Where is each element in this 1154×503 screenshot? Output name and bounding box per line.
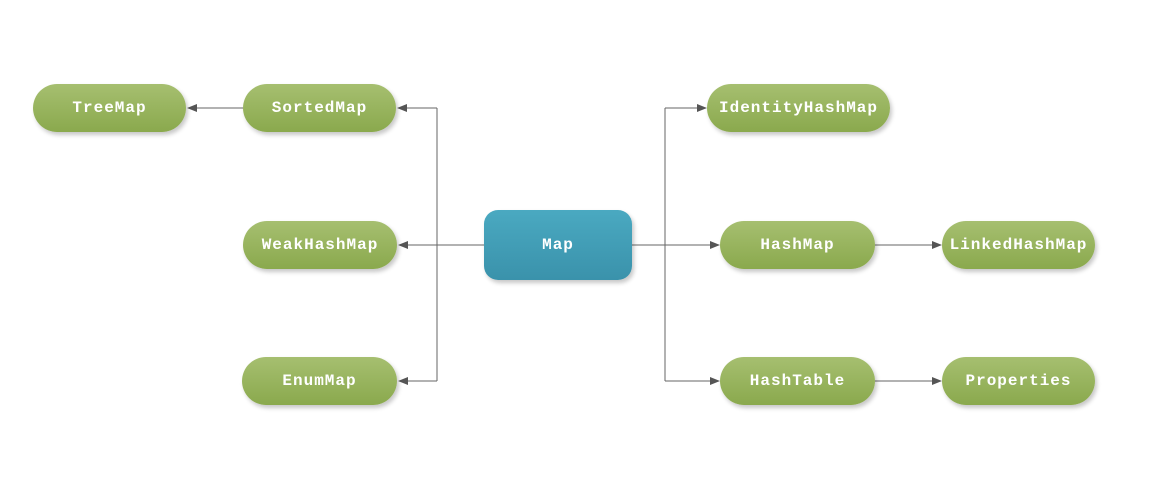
node-identityhashmap-label: IdentityHashMap [718,99,879,117]
arrowhead-properties [932,377,942,385]
node-sortedmap-label: SortedMap [271,99,368,117]
node-properties[interactable]: Properties [942,357,1095,405]
node-identityhashmap[interactable]: IdentityHashMap [707,84,890,132]
arrowhead-hashmap [710,241,720,249]
node-weakhashmap-label: WeakHashMap [261,236,379,254]
arrowhead-linkedhashmap [932,241,942,249]
node-weakhashmap[interactable]: WeakHashMap [243,221,397,269]
node-sortedmap[interactable]: SortedMap [243,84,396,132]
arrowhead-weakhashmap [398,241,408,249]
node-map-root[interactable]: Map [484,210,632,280]
node-properties-label: Properties [965,372,1072,390]
node-enummap[interactable]: EnumMap [242,357,397,405]
node-map-label: Map [542,236,574,254]
arrowhead-enummap [398,377,408,385]
node-hashmap[interactable]: HashMap [720,221,875,269]
node-enummap-label: EnumMap [282,372,357,390]
arrowhead-treemap [187,104,197,112]
node-linkedhashmap[interactable]: LinkedHashMap [942,221,1095,269]
node-hashtable[interactable]: HashTable [720,357,875,405]
node-hashmap-label: HashMap [760,236,835,254]
node-hashtable-label: HashTable [749,372,846,390]
arrowhead-hashtable [710,377,720,385]
arrowhead-identityhashmap [697,104,707,112]
node-linkedhashmap-label: LinkedHashMap [949,236,1088,254]
node-treemap[interactable]: TreeMap [33,84,186,132]
arrowhead-sortedmap [397,104,407,112]
node-treemap-label: TreeMap [72,99,147,117]
